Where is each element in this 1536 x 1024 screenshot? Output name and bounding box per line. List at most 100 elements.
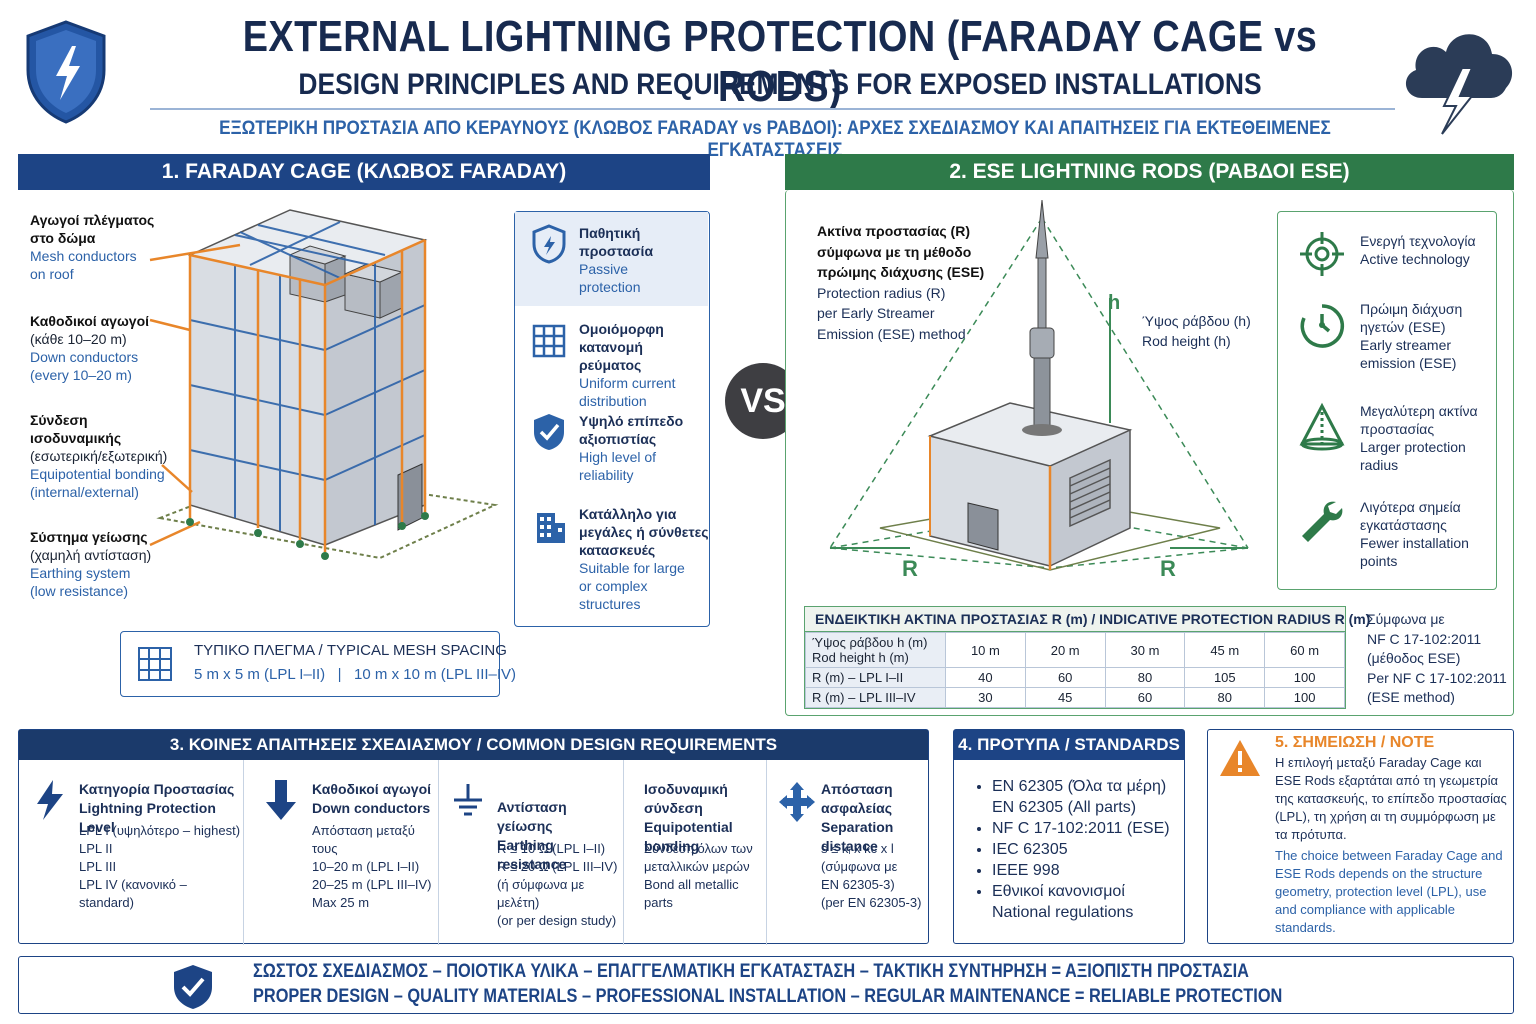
move-icon — [779, 782, 815, 827]
rod-height-label: Ύψος ράβδου (h) Rod height (h) — [1142, 313, 1251, 349]
table-cell: 80 — [1104, 667, 1186, 688]
table-cell: 100 — [1264, 667, 1345, 688]
table-cell: 60 m — [1264, 632, 1345, 668]
feature-gr: Πρώιμη διάχυση ηγετών (ESE) — [1360, 301, 1463, 335]
req-body: LPL I (υψηλότερο – highest) LPL II LPL I… — [79, 823, 241, 910]
label-equipotential-bonding: Σύνδεση ισοδυναμικής (εσωτερική/εξωτερικ… — [30, 411, 190, 501]
list-item: IEEE 998 — [992, 860, 1180, 881]
radius-table-note: Σύμφωνα με NF C 17-102:2011 (μέθοδος ESE… — [1367, 611, 1507, 705]
radius-table-title: ΕΝΔΕΙΚΤΙΚΗ ΑΚΤΙΝΑ ΠΡΟΣΤΑΣΙΑΣ R (m) / IND… — [805, 607, 1370, 632]
table-cell: 105 — [1184, 667, 1266, 688]
ese-rod-illustration — [820, 198, 1260, 590]
radius-label: Ακτίνα προστασίας (R) σύμφωνα με τη μέθο… — [817, 221, 997, 344]
section5-title: 5. ΣΗΜΕΙΩΣΗ / NOTE — [1275, 734, 1435, 751]
label-en: Down conductors (every 10–20 m) — [30, 349, 139, 383]
feature-en: Larger protection radius — [1360, 439, 1466, 473]
req-title: Κατηγορία Προστασίας Lightning Protectio… — [79, 781, 235, 835]
section1-title: 1. FARADAY CAGE (ΚΛΩΒΟΣ FARADAY) — [161, 160, 567, 183]
req-title: Καθοδικοί αγωγοί Down conductors — [312, 781, 432, 816]
feature-large-structures: Κατάλληλο για μεγάλες ή σύνθετες κατασκε… — [531, 505, 709, 613]
label-gr2: (εσωτερική/εξωτερική) — [30, 448, 168, 464]
label-down-conductors: Καθοδικοί αγωγοί (κάθε 10–20 m) Down con… — [30, 312, 180, 384]
list-item: EN 62305 (Όλα τα μέρη) EN 62305 (All par… — [992, 776, 1180, 818]
footer-en: PROPER DESIGN – QUALITY MATERIALS – PROF… — [253, 986, 1283, 1007]
feature-en: Fewer installation points — [1360, 535, 1469, 569]
feature-en: Suitable for large or complex structures — [579, 560, 685, 612]
section3-title: 3. ΚΟΙΝΕΣ ΑΠΑΙΤΗΣΕΙΣ ΣΧΕΔΙΑΣΜΟΥ / COMMON… — [169, 735, 778, 754]
radius-label-en: Protection radius (R) per Early Streamer… — [817, 284, 966, 342]
table-cell: 100 — [1264, 687, 1345, 708]
table-cell: 40 — [945, 667, 1026, 688]
req-separation: Απόσταση ασφαλείας Separation distance s… — [767, 760, 927, 945]
label-en: Mesh conductors on roof — [30, 248, 137, 282]
table-row: R (m) – LPL I–II 40 60 80 105 100 — [805, 667, 1345, 688]
storm-cloud-icon — [1398, 12, 1520, 136]
section2-header: 2. ESE LIGHTNING RODS (ΡΑΒΔΟΙ ESE) — [785, 154, 1514, 190]
label-gr: Καθοδικοί αγωγοί — [30, 313, 150, 329]
req-bonding: Ισοδυναμική σύνδεση Equipotential bondin… — [624, 760, 767, 945]
table-cell: 60 — [1104, 687, 1186, 708]
table-cell: 30 — [945, 687, 1026, 708]
section3-header: 3. ΚΟΙΝΕΣ ΑΠΑΙΤΗΣΕΙΣ ΣΧΕΔΙΑΣΜΟΥ / COMMON… — [19, 730, 928, 760]
label-gr: Σύστημα γείωσης — [30, 529, 148, 545]
note-en: The choice between Faraday Cage and ESE … — [1275, 848, 1503, 935]
req-down-conductors: Καθοδικοί αγωγοί Down conductors Απόστασ… — [244, 760, 439, 945]
label-en: Earthing system (low resistance) — [30, 565, 131, 599]
table-cell: R (m) – LPL III–IV — [805, 687, 946, 708]
req-body: Απόσταση μεταξύ τους 10–20 m (LPL I–II) … — [312, 823, 432, 910]
feature-en: Early streamer emission (ESE) — [1360, 337, 1457, 371]
r-marker-right: R — [1160, 556, 1176, 581]
page-title: EXTERNAL LIGHTNING PROTECTION (FARADAY C… — [242, 12, 1318, 111]
section2-title: 2. ESE LIGHTNING RODS (ΡΑΒΔΟΙ ESE) — [949, 160, 1350, 183]
label-gr2: (κάθε 10–20 m) — [30, 331, 127, 347]
cone-icon — [1296, 402, 1348, 452]
list-item: NF C 17-102:2011 (ESE) — [992, 818, 1180, 839]
list-item: IEC 62305 — [992, 839, 1180, 860]
shield-check-icon — [531, 412, 567, 452]
vs-label: VS — [740, 381, 786, 420]
target-icon — [1296, 232, 1348, 276]
label-gr: Αγωγοί πλέγματος στο δώμα — [30, 212, 155, 246]
section5-panel: 5. ΣΗΜΕΙΩΣΗ / NOTE Η επιλογή μεταξύ Fara… — [1207, 729, 1514, 944]
note-gr: Η επιλογή μεταξύ Faraday Cage και ESE Ro… — [1275, 755, 1507, 842]
req-body: R ≤ 10 Ω (LPL I–II) R ≤ 20 Ω (LPL III–IV… — [497, 841, 618, 928]
list-item: Εθνικοί κανονισμοί National regulations — [992, 881, 1180, 923]
table-cell: 80 — [1184, 687, 1266, 708]
r-marker-left: R — [902, 556, 918, 581]
table-cell: 30 m — [1104, 632, 1186, 668]
bolt-icon — [33, 778, 67, 827]
feature-gr: Ομοιόμορφη κατανομή ρεύματος — [579, 321, 664, 373]
logo-shield-icon — [22, 18, 110, 126]
table-row: R (m) – LPL III–IV 30 45 60 80 100 — [805, 687, 1345, 708]
footer-gr: ΣΩΣΤΟΣ ΣΧΕΔΙΑΣΜΟΣ – ΠΟΙΟΤΙΚΑ ΥΛΙΚΑ – ΕΠΑ… — [253, 961, 1249, 982]
req-earthing: Αντίσταση γείωσης Earthing resistance R … — [439, 760, 624, 945]
req-body: s ≤ kᵢ x kc x l (σύμφωνα με EN 62305-3) … — [821, 841, 922, 910]
feature-en: Active technology — [1360, 251, 1470, 267]
section3-panel: 3. ΚΟΙΝΕΣ ΑΠΑΙΤΗΣΕΙΣ ΣΧΕΔΙΑΣΜΟΥ / COMMON… — [18, 729, 929, 945]
footer-banner: ΣΩΣΤΟΣ ΣΧΕΔΙΑΣΜΟΣ – ΠΟΙΟΤΙΚΑ ΥΛΙΚΑ – ΕΠΑ… — [18, 956, 1514, 1014]
feature-en: Uniform current distribution — [579, 375, 676, 409]
building-icon — [531, 505, 567, 545]
section1-header: 1. FARADAY CAGE (ΚΛΩΒΟΣ FARADAY) — [18, 154, 710, 190]
grid-icon — [137, 644, 173, 689]
warning-icon — [1218, 738, 1262, 783]
req-title: Ισοδυναμική σύνδεση Equipotential bondin… — [644, 781, 733, 854]
faraday-cage-illustration — [140, 200, 515, 570]
table-cell: Ύψος ράβδου h (m) Rod height h (m) — [805, 632, 946, 668]
feature-en: High level of reliability — [579, 449, 657, 483]
req-body: Σύνδεση όλων των μεταλλικών μερών Bond a… — [644, 841, 753, 910]
wrench-icon — [1296, 498, 1348, 548]
feature-gr: Ενεργή τεχνολογία — [1360, 233, 1476, 249]
timer-icon — [1296, 300, 1348, 350]
table-cell: 10 m — [945, 632, 1026, 668]
feature-ese: Πρώιμη διάχυση ηγετών (ESE)Early streame… — [1296, 300, 1462, 372]
ground-icon — [451, 782, 485, 827]
table-cell: R (m) – LPL I–II — [805, 667, 946, 688]
req-title: Αντίσταση γείωσης Earthing resistance — [497, 799, 567, 872]
shield-check-icon — [171, 963, 215, 1016]
